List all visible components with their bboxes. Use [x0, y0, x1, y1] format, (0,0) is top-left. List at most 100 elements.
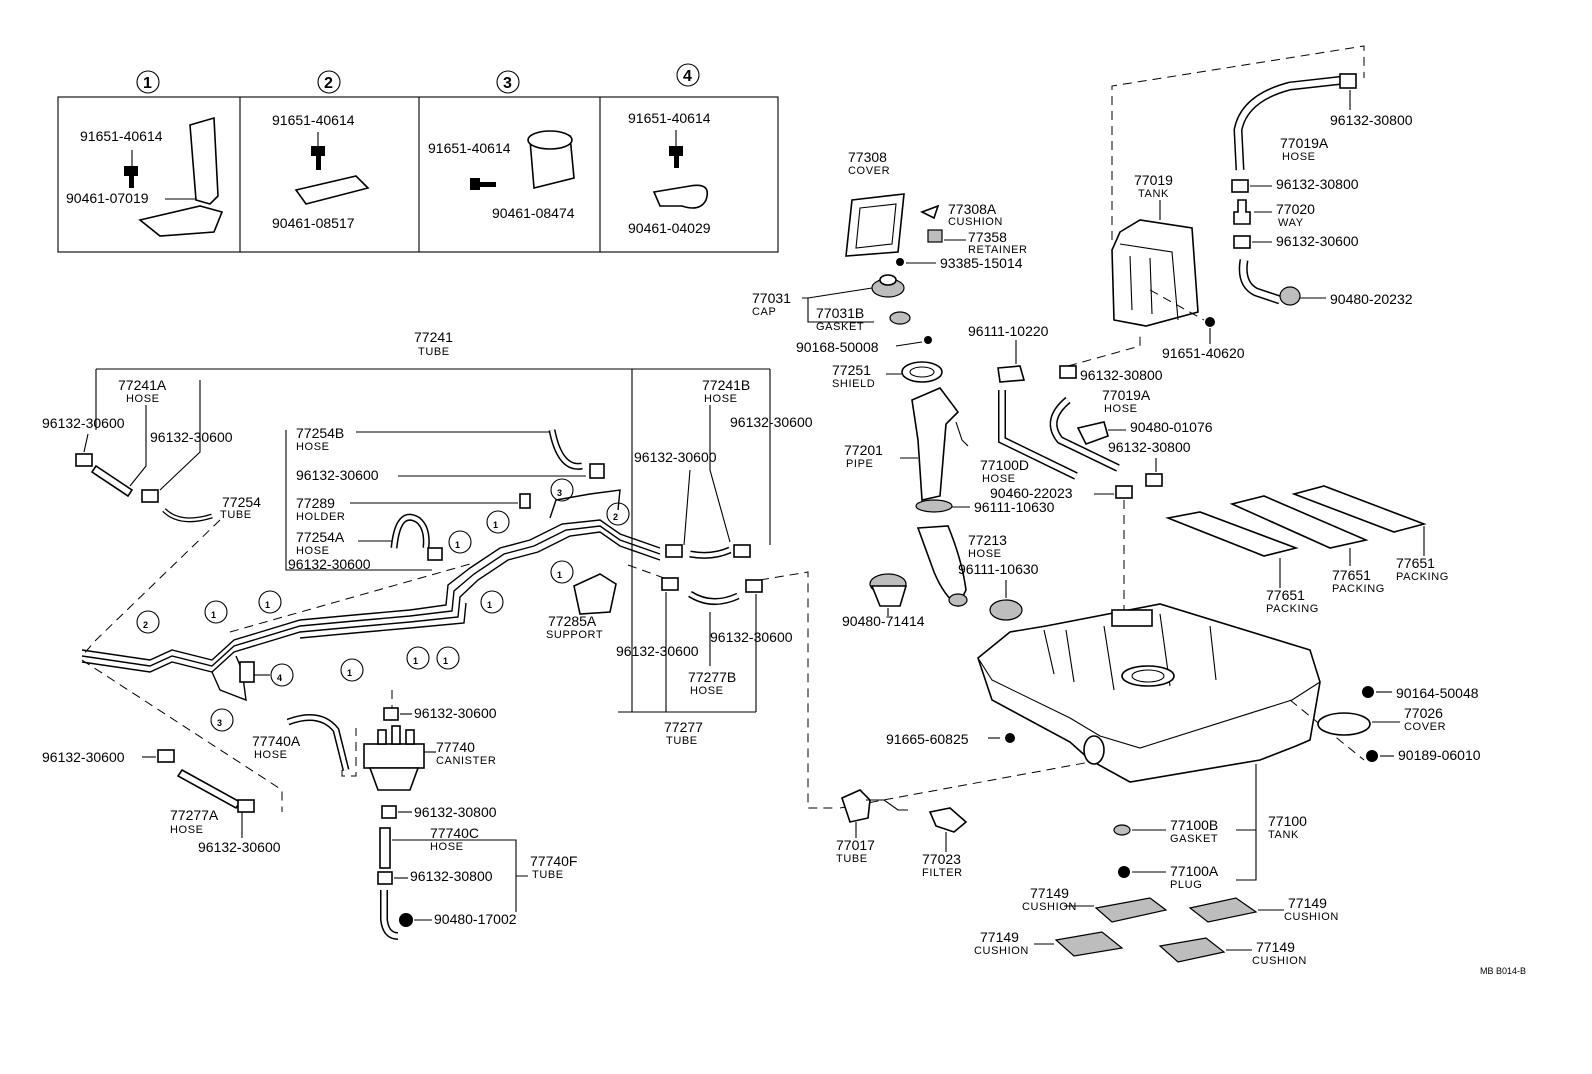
packing-77651-1-name: PACKING — [1266, 603, 1319, 615]
detail-boxes: 1 91651-40614 90461-07019 2 91651-40614 … — [57, 63, 779, 253]
shield-77251-icon — [901, 361, 943, 383]
tank-top-pad-icon — [1111, 609, 1153, 627]
hose-77213-icon — [916, 525, 967, 608]
dashed-connector — [627, 564, 838, 809]
clamp-ref-marker: 2 — [613, 512, 618, 522]
leader-line — [83, 433, 89, 453]
clamp-label-d: 96132-30600 — [288, 556, 371, 572]
leader-line — [895, 341, 923, 347]
hose-clamp-icon — [141, 489, 159, 503]
hose-clamp-icon — [237, 799, 255, 813]
hose-clamp-icon — [377, 871, 393, 885]
hose-77241A-icon — [90, 464, 134, 498]
clamp-label-800f: 96132-30800 — [1276, 176, 1359, 192]
cover-77026-number: 77026 — [1404, 705, 1443, 721]
clamp-ref-marker: 1 — [557, 570, 562, 580]
clamp-ref-marker: 1 — [347, 668, 352, 678]
clamp-label-c: 96132-30600 — [296, 467, 379, 483]
filter-77023-name: FILTER — [922, 867, 963, 879]
detail-2-clamp-label: 90461-08517 — [272, 215, 355, 231]
cushion-77149-3-name: CUSHION — [974, 945, 1029, 957]
gasket-77031B-number: 77031B — [816, 305, 864, 321]
retainer-77358-number: 77358 — [968, 229, 1007, 245]
nut-06010-label: 90189-06010 — [1398, 747, 1481, 763]
clamp-3-loop-icon — [527, 130, 573, 150]
screw-label: 93385-15014 — [940, 255, 1023, 271]
tank-seam — [977, 657, 1321, 749]
hose-clamp-icon — [1059, 365, 1077, 379]
clamp-reference-markers: 1 1 1 1 1 1 1 1 1 2 2 3 3 4 — [136, 478, 630, 732]
grommet-01076-icon — [1076, 421, 1109, 445]
tube-77254-number: 77254 — [222, 494, 261, 510]
leader-line — [129, 380, 201, 491]
hose-clamp-icon — [745, 579, 763, 593]
dashed-connector — [839, 761, 1091, 809]
cushion-77149-2-name: CUSHION — [1284, 911, 1339, 923]
hose-77254B-icon-inner — [550, 429, 583, 469]
tube-77017-icon — [841, 789, 871, 823]
clamp-10220-label: 96111-10220 — [968, 323, 1049, 339]
hose-77254A-name: HOSE — [296, 545, 330, 557]
fuel-tank-77100-icon — [977, 603, 1321, 783]
dashed-connector — [229, 563, 471, 633]
hose-clamp-icon — [1115, 485, 1133, 499]
bolt-40620-label: 91651-40620 — [1162, 345, 1245, 361]
dashed-connector — [1111, 45, 1365, 240]
detail-1-clamp-label: 90461-07019 — [66, 190, 149, 206]
packings: 77651 PACKING 77651 PACKING 77651 PACKIN… — [1165, 485, 1448, 615]
clamp-label-e: 96132-30600 — [730, 414, 813, 430]
figure-code: MB B014-B — [1480, 966, 1526, 976]
gasket-77100B-name: GASKET — [1170, 833, 1218, 845]
clamp-ref-marker: 3 — [557, 488, 562, 498]
packing-77651-3-icon — [1291, 485, 1427, 533]
clamp-ref-marker: 1 — [443, 656, 448, 666]
clamp-label-800b: 96132-30800 — [410, 868, 493, 884]
dashed-connector — [81, 519, 283, 812]
detail-2-bolt-label: 91651-40614 — [272, 112, 355, 128]
pipe-77201-icon — [911, 387, 960, 501]
cap-77031-bracket — [802, 287, 874, 323]
hose-clamp-icon — [75, 453, 93, 467]
filter-77023-icon — [928, 807, 968, 833]
hose-77019A-top-name: HOSE — [1282, 151, 1316, 163]
plug-77100A-icon — [1118, 866, 1130, 878]
detail-box-frame — [57, 96, 779, 253]
tube-77254-icon-inner — [163, 509, 213, 522]
clamp-label-800a: 96132-30800 — [414, 804, 497, 820]
gasket-77031B-name: GASKET — [816, 321, 864, 333]
cover-77308-icon — [845, 193, 905, 257]
hose-clamp-icon — [1145, 473, 1163, 487]
hose-77740A-name: HOSE — [254, 749, 288, 761]
hose-77241A-name: HOSE — [126, 393, 160, 405]
hose-clamp-ring-icon — [915, 499, 953, 513]
canister-77740-icon — [363, 725, 425, 791]
tube-77241-bracket — [95, 368, 771, 712]
clamp-label-b: 96132-30600 — [150, 429, 233, 445]
clamp-ref-marker: 1 — [487, 600, 492, 610]
hose-77213-end — [948, 593, 968, 607]
grommet-20232-icon — [1279, 286, 1301, 306]
cushion-77149-4-name: CUSHION — [1252, 955, 1307, 967]
grommet-01076-label: 90480-01076 — [1130, 419, 1213, 435]
cushion-77149-2-icon — [1188, 897, 1258, 923]
hose-clamp-icon — [383, 707, 399, 721]
tube-77017-number: 77017 — [836, 837, 875, 853]
detail-4-clamp-label: 90461-04029 — [628, 220, 711, 236]
tube-77740F-number: 77740F — [530, 853, 577, 869]
cover-77026-icon — [1317, 712, 1371, 736]
packing-77651-2-number: 77651 — [1332, 567, 1371, 583]
hose-77740C-name: HOSE — [430, 841, 464, 853]
gasket-77031B-icon — [889, 311, 911, 325]
hose-77277A-name: HOSE — [170, 824, 204, 836]
hose-77277B-icon-inner — [688, 592, 739, 604]
tube-77277-bracket — [618, 592, 757, 713]
group-bracket — [285, 430, 432, 571]
detail-4-circle — [676, 63, 700, 87]
detail-2-circle — [317, 70, 341, 94]
packing-77651-1-icon — [1165, 511, 1299, 557]
hose-77241B-name: HOSE — [704, 393, 738, 405]
holder-77289-number: 77289 — [296, 495, 335, 511]
detail-1-number: 1 — [143, 75, 152, 92]
hose-77254A-icon-inner — [392, 515, 429, 549]
cover-77308-inner — [855, 203, 897, 249]
